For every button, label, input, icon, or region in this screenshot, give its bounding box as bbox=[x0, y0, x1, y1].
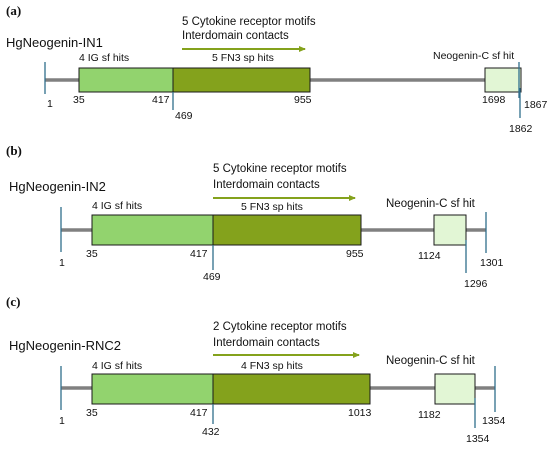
neogenin-c-box bbox=[434, 373, 476, 405]
cytokine-motifs-text: 2 Cytokine receptor motifs bbox=[213, 321, 347, 333]
position-ig-start: 35 bbox=[73, 94, 85, 106]
panel-a: (a) HgNeogenin-IN1 5 Cytokine receptor m… bbox=[6, 3, 548, 135]
position-ig-start: 35 bbox=[86, 248, 98, 260]
position-start: 1 bbox=[59, 415, 65, 427]
position-fn3-start: 432 bbox=[202, 426, 220, 438]
position-end: 1354 bbox=[482, 415, 506, 427]
position-ig-start: 35 bbox=[86, 407, 98, 419]
protein-title: HgNeogenin-IN1 bbox=[6, 35, 103, 50]
position-fn3-end: 1013 bbox=[348, 407, 372, 419]
neogenin-c-box bbox=[484, 67, 522, 93]
fn3-hits-text: 5 FN3 sp hits bbox=[212, 52, 274, 64]
panel-label: (b) bbox=[6, 143, 22, 158]
panel-b: (b) HgNeogenin-IN2 5 Cytokine receptor m… bbox=[6, 143, 504, 290]
interdomain-text: Interdomain contacts bbox=[182, 30, 289, 42]
position-fn3-end: 955 bbox=[346, 248, 364, 260]
ig-domain-box bbox=[78, 67, 175, 93]
ig-domain-box bbox=[91, 373, 214, 405]
position-neo-start: 1698 bbox=[482, 94, 506, 106]
neogenin-c-text: Neogenin-C sf hit bbox=[386, 355, 476, 367]
panel-c: (c) HgNeogenin-RNC2 2 Cytokine receptor … bbox=[6, 294, 506, 445]
cytokine-motifs-text: 5 Cytokine receptor motifs bbox=[182, 16, 316, 28]
fn3-domain-box bbox=[212, 214, 362, 246]
position-neo-start: 1182 bbox=[418, 409, 441, 421]
position-start: 1 bbox=[47, 98, 53, 110]
position-neo-end: 1862 bbox=[509, 123, 533, 135]
fn3-hits-text: 4 FN3 sp hits bbox=[241, 360, 303, 372]
panel-label: (c) bbox=[6, 294, 20, 309]
position-neo-end: 1296 bbox=[464, 278, 488, 290]
position-end: 1301 bbox=[480, 257, 504, 269]
neogenin-c-text: Neogenin-C sf hit bbox=[433, 50, 514, 62]
interdomain-text: Interdomain contacts bbox=[213, 179, 320, 191]
panel-label: (a) bbox=[6, 3, 21, 18]
fn3-domain-box bbox=[172, 67, 311, 93]
cytokine-motifs-text: 5 Cytokine receptor motifs bbox=[213, 163, 347, 175]
position-fn3-start: 469 bbox=[175, 110, 193, 122]
position-neo-end: 1354 bbox=[466, 433, 490, 445]
position-ig-end: 417 bbox=[152, 94, 170, 106]
ig-hits-text: 4 IG sf hits bbox=[79, 52, 129, 64]
ig-hits-text: 4 IG sf hits bbox=[92, 200, 142, 212]
position-fn3-end: 955 bbox=[294, 94, 312, 106]
fn3-domain-box bbox=[212, 373, 371, 405]
position-neo-start: 1124 bbox=[418, 250, 441, 262]
ig-hits-text: 4 IG sf hits bbox=[92, 360, 142, 372]
protein-title: HgNeogenin-RNC2 bbox=[9, 338, 121, 353]
protein-title: HgNeogenin-IN2 bbox=[9, 179, 106, 194]
position-fn3-start: 469 bbox=[203, 271, 221, 283]
position-start: 1 bbox=[59, 257, 65, 269]
fn3-hits-text: 5 FN3 sp hits bbox=[241, 201, 303, 213]
position-ig-end: 417 bbox=[190, 407, 208, 419]
position-end: 1867 bbox=[524, 99, 548, 111]
ig-domain-box bbox=[91, 214, 214, 246]
interdomain-text: Interdomain contacts bbox=[213, 337, 320, 349]
position-ig-end: 417 bbox=[190, 248, 208, 260]
neogenin-c-text: Neogenin-C sf hit bbox=[386, 198, 476, 210]
neogenin-c-box bbox=[433, 214, 467, 246]
